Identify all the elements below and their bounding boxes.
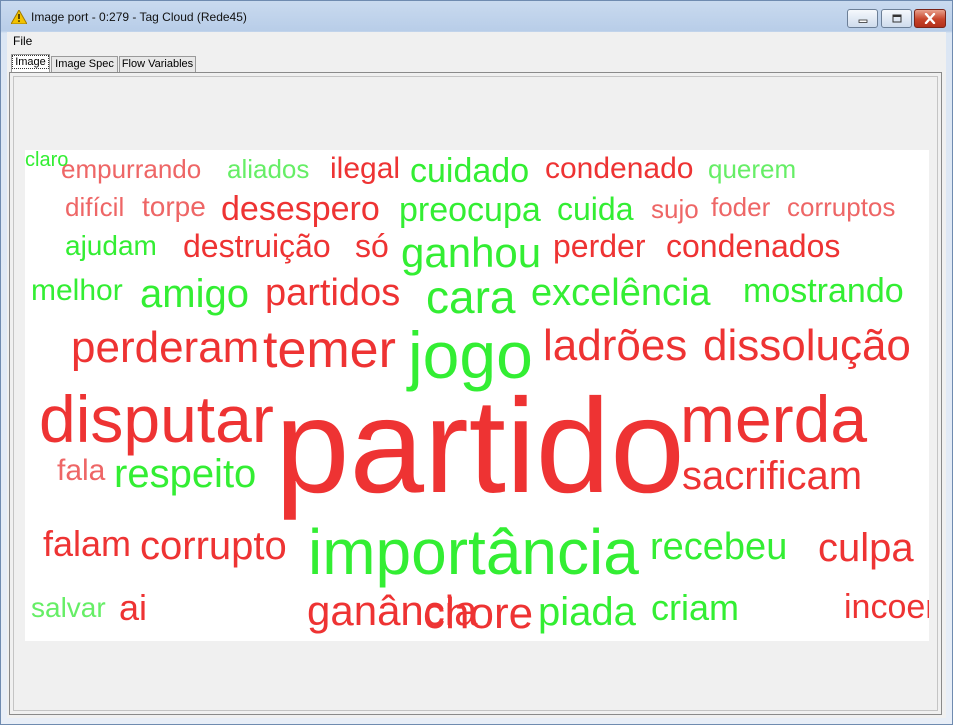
title-bar[interactable]: Image port - 0:279 - Tag Cloud (Rede45) <box>1 1 952 31</box>
tag-word: jogo <box>408 318 533 392</box>
tag-word: claro <box>25 150 69 171</box>
tab-flow-variables-label: Flow Variables <box>121 58 194 70</box>
tag-word: desespero <box>221 190 380 228</box>
tag-word: cuidado <box>410 152 530 190</box>
tag-word: fala <box>57 454 106 487</box>
tag-word: condenado <box>545 152 694 185</box>
tag-word: ai <box>119 587 148 628</box>
tag-word: criam <box>651 587 739 628</box>
tag-word: cuida <box>557 191 634 227</box>
tag-word: dissolução <box>703 321 911 370</box>
window-title: Image port - 0:279 - Tag Cloud (Rede45) <box>31 10 247 24</box>
tag-word: destruição <box>183 228 331 264</box>
tag-word: amigo <box>140 272 249 316</box>
tag-word: falam <box>43 523 132 564</box>
tag-word: salvar <box>31 592 106 623</box>
tag-cloud-image: empurrando aliados ilegal cuidado condenado q… <box>25 150 929 641</box>
tab-image-label: Image <box>12 55 49 69</box>
tab-image-spec-label: Image Spec <box>55 58 114 70</box>
tag-word: partidos <box>265 272 401 314</box>
menu-file[interactable]: File <box>13 34 33 48</box>
tag-word: perderam <box>71 323 260 372</box>
tab-image-spec[interactable]: Image Spec <box>51 56 118 72</box>
tab-image[interactable]: Image <box>11 54 50 73</box>
tag-word: respeito <box>114 452 257 496</box>
tag-word: recebeu <box>650 526 788 568</box>
tag-word: ilegal <box>330 152 401 185</box>
tag-word: culpa <box>818 526 914 570</box>
warning-triangle-icon <box>11 10 27 24</box>
tag-word: perder <box>553 228 646 264</box>
tag-word: ajudam <box>65 230 157 261</box>
tag-word: cara <box>426 271 516 323</box>
tag-word: ganância <box>307 587 478 634</box>
tag-word: querem <box>708 154 797 184</box>
tag-word: mostrando <box>743 272 904 310</box>
tag-word: sujo <box>651 194 699 224</box>
maximize-button[interactable] <box>881 9 912 28</box>
menu-bar: File <box>7 32 946 50</box>
tag-word: difícil <box>65 192 125 222</box>
close-icon <box>924 13 936 24</box>
tag-word: só <box>355 228 389 264</box>
tag-word: ladrões <box>543 321 688 370</box>
tag-word: merda <box>680 382 868 456</box>
tag-word: disputar <box>39 382 274 456</box>
tag-word: sacrificam <box>682 454 863 498</box>
tag-word: melhor <box>31 274 123 307</box>
tag-word: incoerência <box>844 588 929 626</box>
tag-word: excelência <box>531 272 711 314</box>
tag-word: aliados <box>227 154 310 184</box>
maximize-icon <box>892 14 901 22</box>
tag-word: preocupa <box>399 191 541 229</box>
tag-word: importância <box>308 516 639 588</box>
tag-word: torpe <box>142 191 206 222</box>
tag-word: corrupto <box>140 524 287 568</box>
tag-word: empurrando <box>61 154 202 184</box>
tag-word: ganhou <box>401 229 542 276</box>
tag-word: temer <box>263 321 396 379</box>
minimize-button[interactable] <box>847 9 878 28</box>
tag-word: corruptos <box>787 192 896 222</box>
image-viewport <box>13 76 938 711</box>
minimize-icon <box>858 19 867 23</box>
tag-word: condenados <box>666 228 841 264</box>
close-button[interactable] <box>914 9 946 28</box>
tag-word: foder <box>711 192 771 222</box>
tag-word: chore <box>423 589 534 638</box>
tab-flow-variables[interactable]: Flow Variables <box>119 56 196 72</box>
tag-word: piada <box>538 590 636 634</box>
tag-word: partido <box>275 372 685 521</box>
